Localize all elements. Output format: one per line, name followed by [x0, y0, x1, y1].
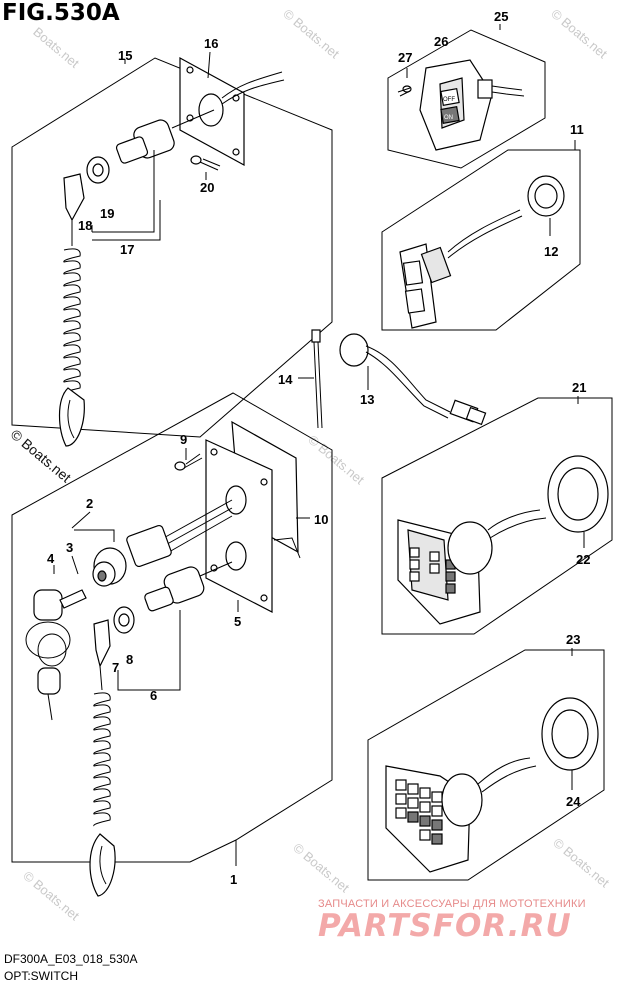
callout-8: 8: [126, 652, 133, 667]
callout-3: 3: [66, 540, 73, 555]
callout-25: 25: [494, 9, 508, 24]
mount-plate-16: [179, 56, 285, 167]
callout-21: 21: [572, 380, 586, 395]
callout-13: 13: [360, 392, 374, 407]
callout-19: 19: [100, 206, 114, 221]
partsfor-logo: PARTSFOR.RU: [318, 908, 572, 944]
panel-group-11: [381, 140, 581, 331]
callout-27: 27: [398, 50, 412, 65]
callout-15: 15: [118, 48, 132, 63]
switch-off-label: OFF: [443, 97, 455, 103]
screw-20: [190, 155, 221, 171]
callout-7: 7: [112, 660, 119, 675]
toggle-switch-26: OFF ON: [397, 59, 525, 151]
lanyard-cord-18: [58, 173, 85, 447]
callout-14: 14: [278, 372, 293, 387]
switch-panel-23: [385, 697, 599, 873]
harness-13: [339, 333, 487, 426]
callout-4: 4: [47, 551, 55, 566]
leaders-group-15: [91, 51, 211, 241]
callout-23: 23: [566, 632, 580, 647]
stop-switch-6: [113, 561, 233, 634]
callout-24: 24: [566, 794, 581, 809]
callout-2: 2: [86, 496, 93, 511]
panel-group-15: [11, 57, 333, 438]
switch-panel-11: [399, 175, 565, 329]
switch-on-label: ON: [444, 115, 453, 121]
mount-bracket-10: [205, 420, 310, 613]
switch-panel-21: [397, 455, 609, 625]
panel-group-21: [381, 396, 613, 635]
stop-switch-17: [86, 109, 215, 184]
callout-12: 12: [544, 244, 558, 259]
leaders-group-1: [53, 511, 239, 691]
callout-5: 5: [234, 614, 241, 629]
callout-16: 16: [204, 36, 218, 51]
figure-subtitle: OPT:SWITCH: [4, 969, 78, 983]
callout-18: 18: [78, 218, 92, 233]
panel-group-1: [11, 392, 333, 866]
figure-title: FIG.530A: [2, 0, 120, 26]
screw-9: [174, 448, 203, 471]
lanyard-cord-7: [89, 619, 116, 897]
callout-10: 10: [314, 512, 328, 527]
key-and-ring-4: [25, 589, 87, 721]
figure-code: DF300A_E03_018_530A: [4, 952, 138, 966]
panel-group-25: [387, 24, 546, 169]
callout-20: 20: [200, 180, 214, 195]
key-switch-2: [92, 499, 233, 587]
callout-17: 17: [120, 242, 134, 257]
callout-22: 22: [576, 552, 590, 567]
callout-1: 1: [230, 872, 237, 887]
callout-26: 26: [434, 34, 448, 49]
panel-group-23: [367, 648, 605, 881]
cable-tie-14: [298, 329, 323, 429]
partsfor-tagline: ЗАПЧАСТИ И АКСЕССУАРЫ ДЛЯ МОТОТЕХНИКИ: [318, 898, 586, 910]
callout-6: 6: [150, 688, 157, 703]
callout-9: 9: [180, 432, 187, 447]
callout-11: 11: [570, 122, 584, 137]
